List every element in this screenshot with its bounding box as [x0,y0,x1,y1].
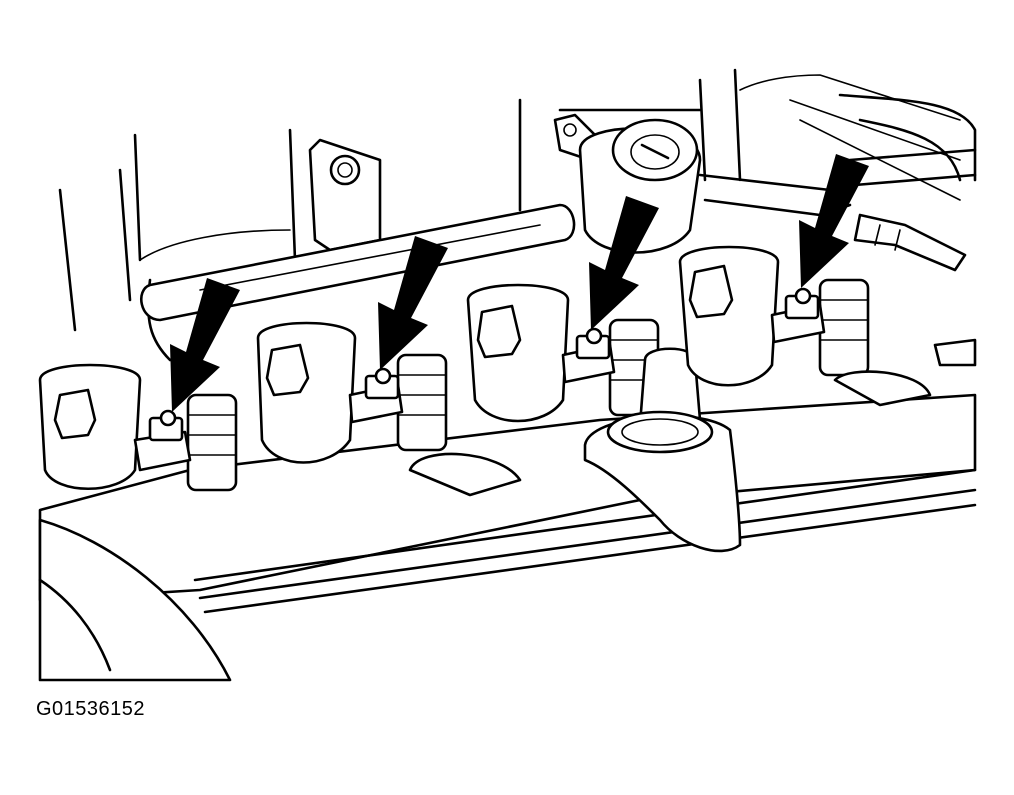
injector-2 [396,353,448,452]
engine-block-background [58,68,977,362]
bolt-2 [364,367,400,400]
bolt-3 [575,327,611,360]
arrow-2 [378,236,448,370]
ignition-coil-3 [466,283,616,423]
arrow-1 [170,278,240,412]
figure-code: G01536152 [36,698,146,720]
fuel-pressure-regulator [553,113,702,254]
valve-cover [38,393,977,682]
plug-wells [408,338,977,497]
injector-4 [818,278,870,377]
indicator-arrows [170,154,869,412]
coil-bolts [148,287,820,442]
oil-filler-neck [583,347,742,553]
arrow-4 [799,154,869,288]
fuel-injectors [186,278,870,492]
bolt-1 [148,409,184,442]
fuel-rail [140,203,576,322]
mounting-bracket [308,138,382,252]
ignition-coil-1 [38,363,192,491]
arrow-3 [589,196,659,330]
injector-1 [186,393,238,492]
bolt-4 [784,287,820,320]
